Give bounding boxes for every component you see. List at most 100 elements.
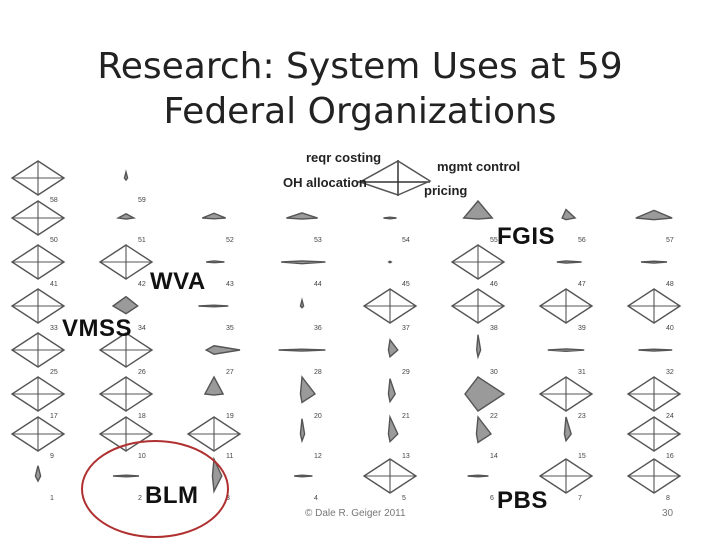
glyph-43 [206,260,225,264]
glyph-6 [467,474,489,478]
glyph-number: 51 [138,237,146,244]
glyph-4 [294,474,313,478]
label-pbs: PBS [497,487,548,514]
glyph-number: 28 [314,369,322,376]
legend-glyph [358,160,432,196]
legend-label-right: mgmt control [437,159,521,174]
glyph-number: 7 [578,495,582,502]
glyph-number: 3 [226,495,230,502]
glyph-1 [34,465,42,483]
glyph-number: 34 [138,325,146,332]
glyph-number: 6 [490,495,494,502]
glyph-2 [112,474,140,478]
glyph-13 [387,414,399,444]
glyph-number: 55 [490,237,498,244]
glyph-number: 20 [314,413,322,420]
glyph-number: 19 [226,413,234,420]
glyph-57 [635,209,673,221]
glyph-number: 22 [490,413,498,420]
glyph-number: 10 [138,453,146,460]
glyph-number: 11 [226,453,233,460]
glyph-28 [278,348,326,352]
legend-label-bottom: pricing [424,183,468,198]
glyph-27 [204,345,241,355]
glyph-number: 58 [50,197,58,204]
glyph-19 [203,375,225,396]
glyph-29 [387,338,399,359]
glyph-14 [475,415,493,444]
title-line-1: Research: System Uses at 59 [97,46,623,87]
blm-highlight-circle [81,440,229,538]
glyph-44 [281,260,326,265]
glyph-number: 30 [490,369,498,376]
page-number: 30 [662,508,674,519]
glyph-number: 8 [666,495,670,502]
glyph-20 [299,375,317,404]
glyph-number: 38 [490,325,498,332]
label-wva: WVA [150,268,206,295]
glyph-45 [387,260,393,264]
copyright-text: © Dale R. Geiger 2011 [305,508,406,519]
glyph-number: 56 [578,237,586,244]
glyph-number: 16 [666,453,674,460]
glyph-30 [475,334,482,360]
legend-label-top: reqr costing [306,150,382,165]
title-line-2: Federal Organizations [163,91,557,132]
glyph-number: 40 [666,325,674,332]
label-vmss: VMSS [62,315,133,342]
glyph-47 [556,260,582,264]
glyph-56 [561,208,577,221]
glyph-number: 29 [402,369,410,376]
glyph-15 [563,416,572,443]
glyph-number: 37 [402,325,410,332]
glyph-number: 9 [50,453,54,460]
slide-title: Research: System Uses at 59 Federal Orga… [0,44,720,134]
glyph-number: 48 [666,281,674,288]
label-blm: BLM [145,482,199,509]
glyph-number: 33 [50,325,58,332]
glyph-number: 45 [402,281,410,288]
glyph-number: 42 [138,281,146,288]
glyph-number: 59 [138,197,146,204]
glyph-number: 24 [666,413,674,420]
glyph-number: 17 [50,413,58,420]
legend-diamond [358,160,432,196]
glyph-number: 23 [578,413,586,420]
glyph-number: 52 [226,237,234,244]
glyph-number: 53 [314,237,322,244]
glyph-number: 18 [138,413,146,420]
glyph-number: 32 [666,369,674,376]
glyph-34 [111,295,139,315]
glyph-number: 54 [402,237,410,244]
glyph-number: 5 [402,495,406,502]
glyph-number: 46 [490,281,498,288]
glyph-number: 43 [226,281,234,288]
glyph-36 [299,297,305,309]
glyph-number: 21 [402,413,410,420]
glyph-number: 36 [314,325,322,332]
label-fgis: FGIS [497,223,556,250]
glyph-number: 25 [50,369,58,376]
glyph-52 [202,212,226,220]
glyph-number: 39 [578,325,586,332]
glyph-number: 26 [138,369,146,376]
glyph-31 [547,348,585,353]
glyph-number: 47 [578,281,586,288]
glyph-number: 4 [314,495,318,502]
glyph-number: 13 [402,453,410,460]
glyph-number: 44 [314,281,322,288]
glyph-number: 35 [226,325,234,332]
glyph-number: 1 [50,495,54,502]
glyph-number: 31 [578,369,586,376]
glyph-22 [464,376,506,412]
glyph-59 [123,169,129,182]
glyph-54 [383,216,397,220]
glyph-number: 15 [578,453,586,460]
glyph-32 [638,348,673,352]
glyph-12 [299,418,306,444]
glyph-number: 27 [226,369,234,376]
glyph-number: 50 [50,237,58,244]
glyph-number: 12 [314,453,322,460]
glyph-number: 14 [490,453,498,460]
glyph-51 [115,212,137,220]
